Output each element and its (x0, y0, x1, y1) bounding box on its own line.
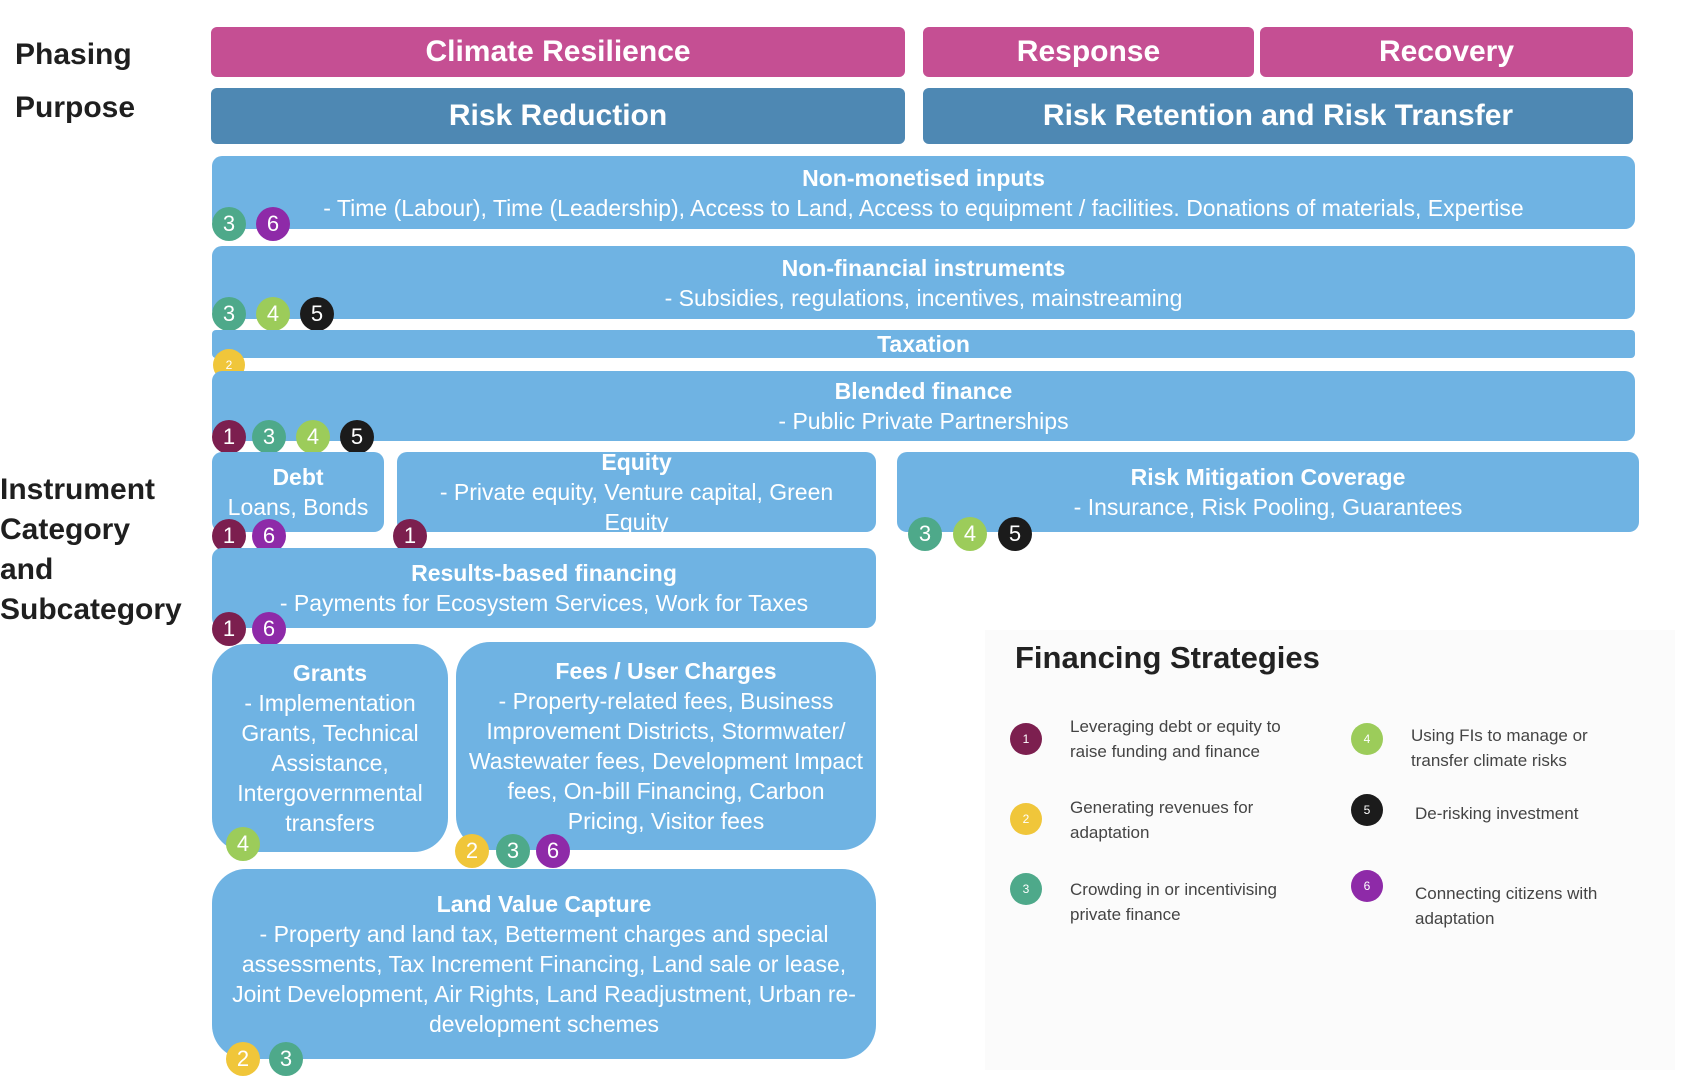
legend-text-2: Generating revenues for adaptation (1070, 798, 1254, 842)
badge-4: 4 (296, 420, 330, 454)
debt-title: Debt (272, 464, 324, 490)
equity-desc: - Private equity, Venture capital, Green… (439, 479, 834, 535)
legend-text-3: Crowding in or incentivising private fin… (1070, 880, 1277, 924)
purpose-risk-reduction: Risk Reduction (211, 88, 905, 144)
badge-2: 2 (455, 834, 489, 868)
badge-1: 1 (212, 420, 246, 454)
risk-mitigation-desc: - Insurance, Risk Pooling, Guarantees (1073, 494, 1463, 520)
non-monetised-desc: - Time (Labour), Time (Leadership), Acce… (323, 194, 1524, 221)
badge-1: 1 (212, 519, 246, 553)
badge-6: 6 (252, 519, 286, 553)
phase-response: Response (923, 27, 1254, 77)
phasing-label: Phasing (15, 38, 132, 71)
badge-4: 4 (953, 517, 987, 551)
grants-desc: - Implementation Grants, Technical Assis… (237, 690, 423, 836)
phase-recovery: Recovery (1260, 27, 1633, 77)
legend-badge-6: 6 (1351, 870, 1383, 902)
badge-3: 3 (252, 420, 286, 454)
badge-5: 5 (300, 297, 334, 331)
legend-badge-4: 4 (1351, 723, 1383, 755)
badge-6: 6 (536, 834, 570, 868)
legend-text-6: Connecting citizens with adaptation (1415, 884, 1598, 928)
results-based-desc: - Payments for Ecosystem Services, Work … (279, 590, 809, 616)
legend-badge-2: 2 (1010, 803, 1042, 835)
purpose-label: Purpose (15, 91, 136, 124)
badge-3: 3 (212, 297, 246, 331)
badge-5: 5 (340, 420, 374, 454)
legend-badge-5: 5 (1351, 794, 1383, 826)
badge-6: 6 (252, 612, 286, 646)
non-financial-instruments-box: Non-financial instruments - Subsidies, r… (212, 246, 1635, 319)
results-based-financing-box: Results-based financing - Payments for E… (212, 548, 876, 628)
land-value-desc: - Property and land tax, Betterment char… (232, 921, 856, 1037)
badge-3: 3 (212, 207, 246, 241)
land-value-capture-box: Land Value Capture - Property and land t… (212, 869, 876, 1059)
non-financial-title: Non-financial instruments (781, 254, 1066, 281)
legend-title: Financing Strategies (1015, 640, 1320, 675)
badge-1: 1 (212, 612, 246, 646)
badge-4: 4 (256, 297, 290, 331)
fees-desc: - Property-related fees, Business Improv… (468, 688, 864, 834)
blended-finance-desc: - Public Private Partnerships (778, 408, 1069, 434)
legend-text-1: Leveraging debt or equity to raise fundi… (1070, 717, 1281, 761)
badge-3: 3 (496, 834, 530, 868)
phase-climate-resilience: Climate Resilience (211, 27, 905, 77)
grants-box: Grants - Implementation Grants, Technica… (212, 644, 448, 852)
taxation-box: Taxation (212, 330, 1635, 358)
badge-5: 5 (998, 517, 1032, 551)
debt-desc: Loans, Bonds (227, 494, 369, 520)
non-monetised-inputs-box: Non-monetised inputs - Time (Labour), Ti… (212, 156, 1635, 229)
legend-text-5: De-risking investment (1415, 804, 1579, 823)
grants-title: Grants (292, 660, 368, 686)
debt-box: Debt Loans, Bonds (212, 452, 384, 532)
fees-user-charges-box: Fees / User Charges - Property-related f… (456, 642, 876, 850)
legend-badge-3: 3 (1010, 873, 1042, 905)
blended-finance-title: Blended finance (834, 378, 1013, 404)
equity-title: Equity (601, 449, 672, 475)
legend-panel (985, 630, 1675, 1070)
blended-finance-box: Blended finance - Public Private Partner… (212, 371, 1635, 441)
fees-title: Fees / User Charges (555, 658, 777, 684)
results-based-title: Results-based financing (411, 560, 677, 586)
badge-6: 6 (256, 207, 290, 241)
instrument-category-label: Instrument Category and Subcategory (0, 473, 182, 626)
badge-4: 4 (226, 827, 260, 861)
badge-3: 3 (269, 1042, 303, 1076)
non-financial-desc: - Subsidies, regulations, incentives, ma… (664, 284, 1183, 311)
land-value-title: Land Value Capture (436, 891, 652, 917)
badge-2: 2 (226, 1042, 260, 1076)
legend-badge-1: 1 (1010, 723, 1042, 755)
taxation-title: Taxation (877, 331, 970, 357)
badge-3: 3 (908, 517, 942, 551)
non-monetised-title: Non-monetised inputs (802, 164, 1045, 191)
badge-1: 1 (393, 519, 427, 553)
equity-box: Equity - Private equity, Venture capital… (397, 449, 876, 535)
risk-mitigation-title: Risk Mitigation Coverage (1130, 464, 1406, 490)
purpose-risk-retention: Risk Retention and Risk Transfer (923, 88, 1633, 144)
legend-text-4: Using FIs to manage or transfer climate … (1411, 726, 1588, 770)
